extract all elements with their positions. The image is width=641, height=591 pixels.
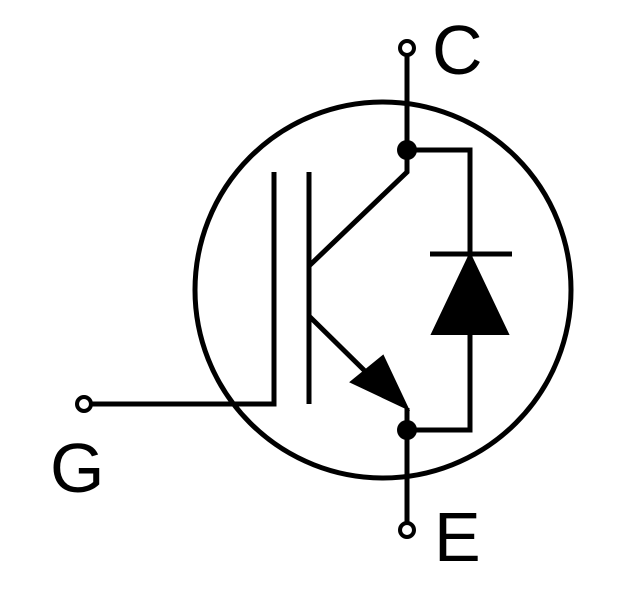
collector-diagonal <box>307 150 410 268</box>
collector-terminal[interactable] <box>398 39 416 57</box>
emitter-arrow-icon <box>349 354 411 412</box>
gate-lead <box>90 172 277 407</box>
collector-junction-dot <box>397 140 417 160</box>
gate-label: G <box>50 429 104 507</box>
emitter-terminal[interactable] <box>398 521 416 539</box>
diode-triangle-icon <box>430 251 510 335</box>
emitter-junction-dot <box>397 420 417 440</box>
device-body-circle <box>192 99 574 481</box>
emitter-diagonal <box>307 314 374 380</box>
collector-label: C <box>432 11 483 89</box>
emitter-label: E <box>434 498 481 576</box>
gate-terminal[interactable] <box>75 395 93 413</box>
